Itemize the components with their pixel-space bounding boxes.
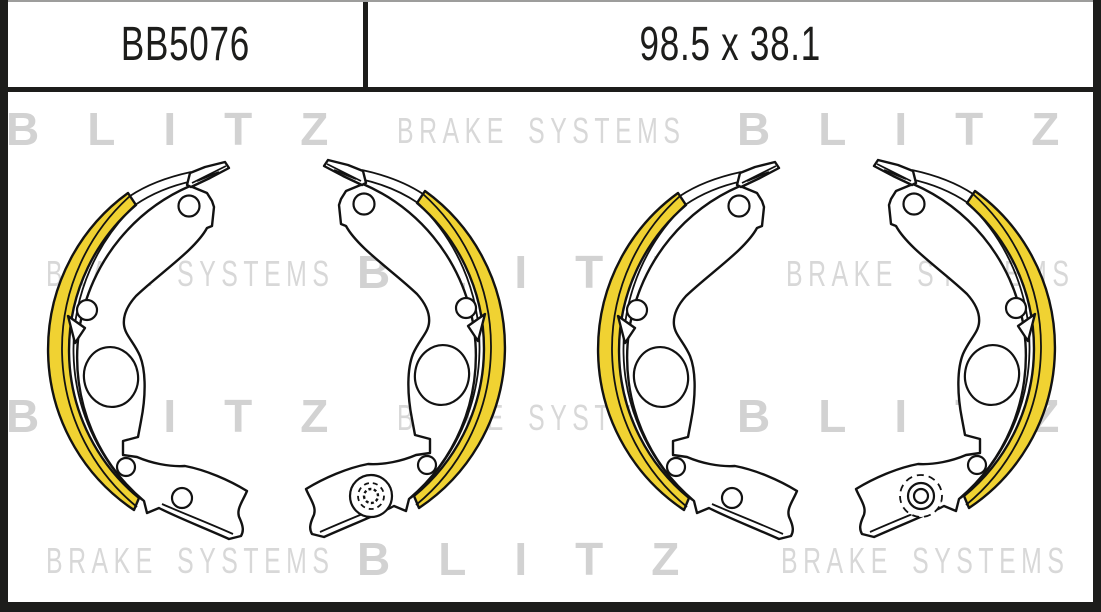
frame-top-line <box>0 0 1101 2</box>
rivet-hole-lower <box>720 486 744 510</box>
brake-shoe-4 <box>854 158 1057 539</box>
watermark-tagline: BRAKE SYSTEMS <box>397 110 686 151</box>
watermark-tagline: BRAKE SYSTEMS <box>781 540 1070 581</box>
header-cell-divider <box>363 2 368 87</box>
size-cell: 98.5 x 38.1 <box>368 2 1093 87</box>
hold-down-pin <box>899 474 943 518</box>
frame-right-bar <box>1093 0 1101 612</box>
watermark-tagline: BRAKE SYSTEMS <box>46 540 335 581</box>
shoe-dimensions: 98.5 x 38.1 <box>639 18 822 71</box>
watermark-brand: BLITZ <box>737 103 1101 155</box>
header-bottom-rule <box>8 87 1093 92</box>
brake-shoe-3 <box>596 160 799 541</box>
frame-left-bar <box>0 0 8 612</box>
hold-down-pin <box>348 473 394 519</box>
frame-bottom-bar <box>0 602 1101 612</box>
brake-shoe-2 <box>304 158 507 539</box>
watermark-brand: BLITZ <box>357 533 728 585</box>
rivet-hole-lower <box>170 486 194 510</box>
part-number-cell: BB5076 <box>8 2 363 87</box>
part-number: BB5076 <box>120 18 251 71</box>
watermark-brand: BLITZ <box>6 103 377 155</box>
brake-shoe-1 <box>46 160 249 541</box>
